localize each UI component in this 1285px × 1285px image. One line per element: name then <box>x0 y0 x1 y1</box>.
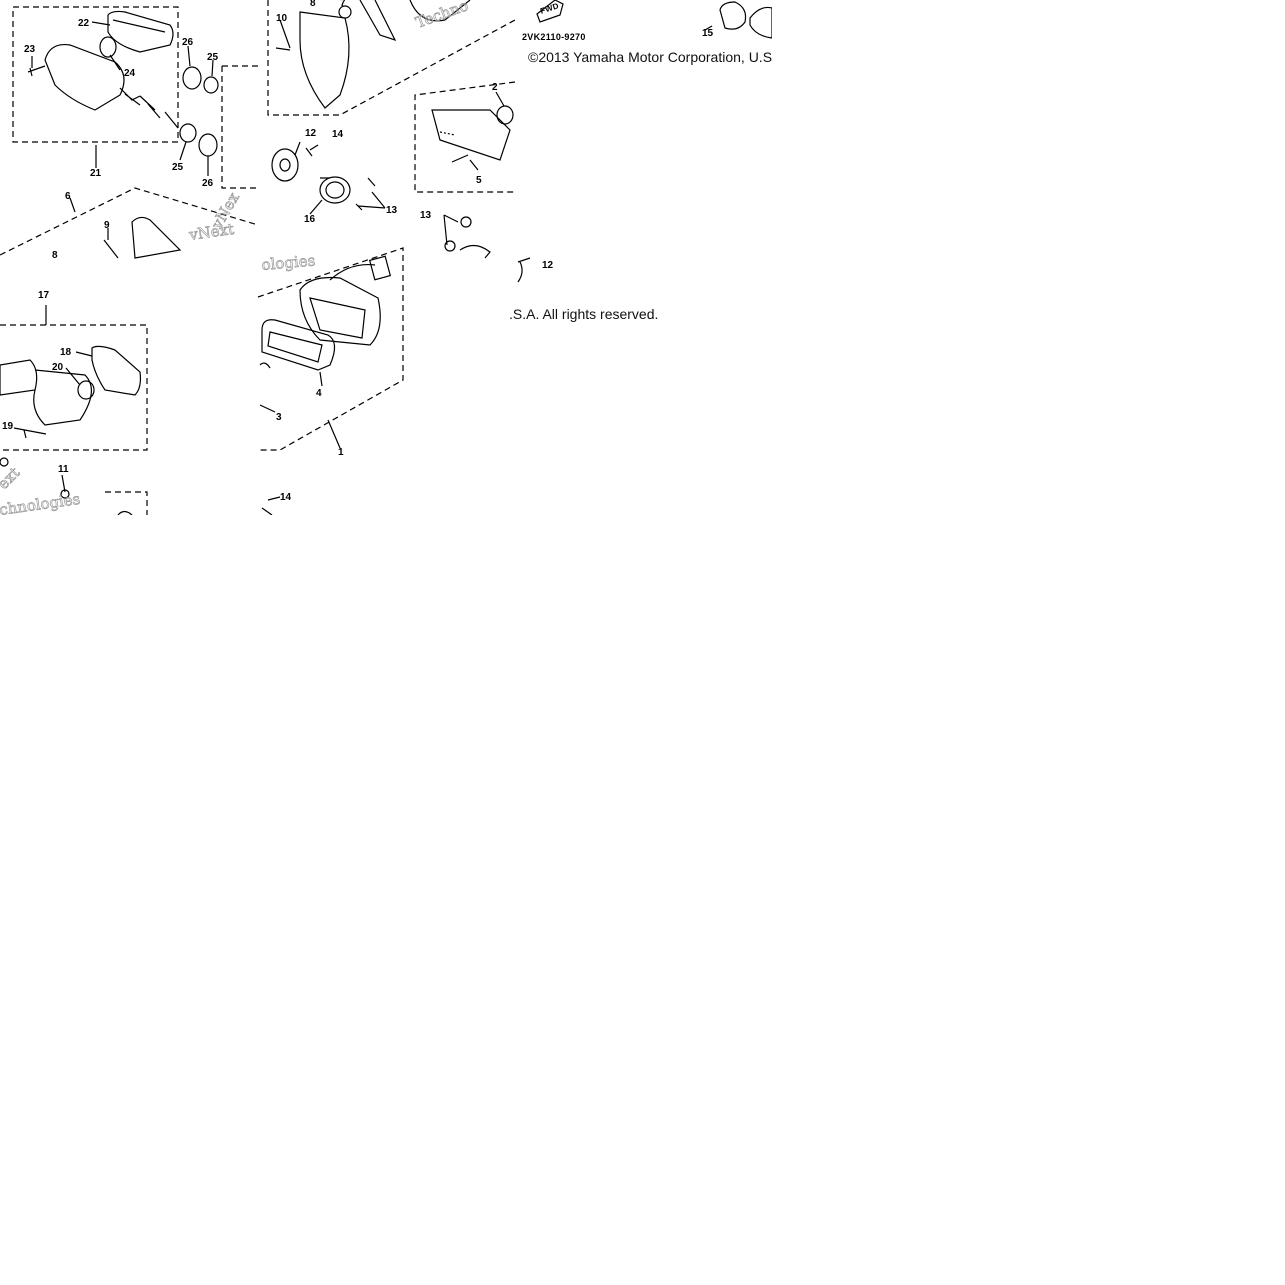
callout-26a: 26 <box>182 37 194 48</box>
callout-5: 5 <box>476 175 482 186</box>
callout-22: 22 <box>78 18 90 29</box>
callout-14a: 14 <box>332 129 344 140</box>
callout-1: 1 <box>338 447 344 458</box>
callout-18: 18 <box>60 347 72 358</box>
callout-10: 10 <box>276 13 288 24</box>
callout-19: 19 <box>2 421 14 432</box>
callout-23: 23 <box>24 44 36 55</box>
tile-top-left <box>0 6 259 259</box>
callout-2: 2 <box>492 82 498 93</box>
callout-6: 6 <box>65 191 71 202</box>
callout-12b: 12 <box>542 260 554 271</box>
callout-11: 11 <box>58 464 69 475</box>
callout-8: 8 <box>52 250 58 261</box>
callout-16: 16 <box>304 214 316 225</box>
callout-14b: 14 <box>280 492 292 503</box>
watermark-6: ext <box>0 464 23 493</box>
tile-middle-left <box>0 305 148 516</box>
callout-25b: 25 <box>172 162 184 173</box>
callout-20: 20 <box>52 362 64 373</box>
callout-26b: 26 <box>202 178 214 189</box>
callout-3: 3 <box>276 412 282 423</box>
callout-21: 21 <box>90 168 102 179</box>
watermark-3: Techno <box>413 0 470 32</box>
callout-15: 15 <box>702 28 714 39</box>
callout-13b: 13 <box>420 210 432 221</box>
watermark-5: chnologies <box>0 490 81 519</box>
watermark-4: ologies <box>261 251 316 274</box>
copyright-text-part2: .S.A. All rights reserved. <box>509 306 659 322</box>
reference-code: 2VK2110-9270 <box>522 32 586 42</box>
callout-7: 7 <box>340 0 346 9</box>
tile-top-right <box>536 0 773 39</box>
callout-17: 17 <box>38 290 50 301</box>
tile-top-middle <box>267 0 516 252</box>
tile-middle-middle <box>257 244 536 516</box>
callout-12a: 12 <box>305 128 317 139</box>
callout-4: 4 <box>316 388 322 399</box>
callout-13a: 13 <box>386 205 398 216</box>
callout-8b: 8 <box>310 0 316 9</box>
callout-25a: 25 <box>207 52 219 63</box>
callout-24: 24 <box>124 68 136 79</box>
copyright-text-part1: ©2013 Yamaha Motor Corporation, U.S <box>528 49 772 65</box>
callout-9: 9 <box>104 220 110 231</box>
